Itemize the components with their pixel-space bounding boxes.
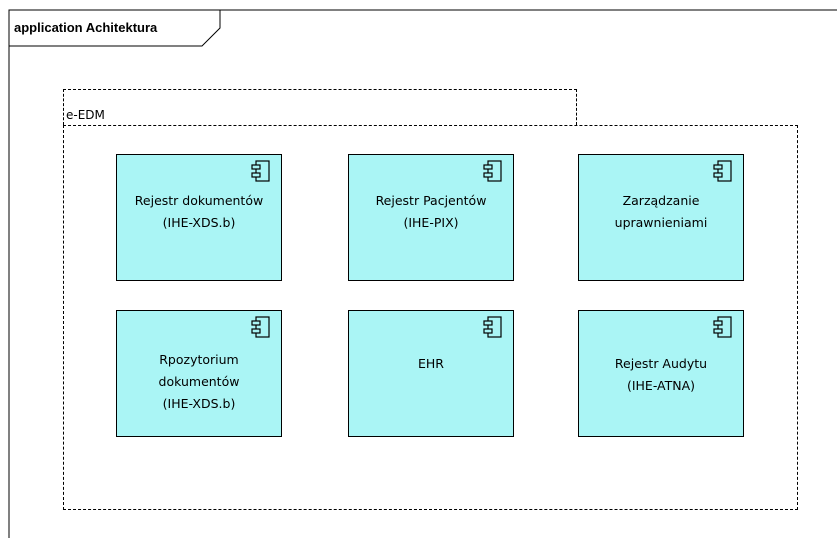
component-label: Rejestr Audytu (IHE-ATNA) [614,356,708,393]
component-label: Rpozytorium dokumentów (IHE-XDS.b) [158,352,240,411]
component-icon [251,160,270,182]
component-zarzadzanie-uprawnieniami[interactable]: Zarządzanie uprawnieniami [578,154,744,281]
frame-title: application Achitektura [14,20,158,35]
component-label: Rejestr Pacjentów (IHE-PIX) [375,193,487,230]
component-icon [483,316,502,338]
component-icon [483,160,502,182]
component-icon [251,316,270,338]
component-icon [713,316,732,338]
component-icon [713,160,732,182]
component-rejestr-dokumentow[interactable]: Rejestr dokumentów (IHE-XDS.b) [116,154,282,281]
component-rejestr-audytu[interactable]: Rejestr Audytu (IHE-ATNA) [578,310,744,437]
package-tab [63,89,577,125]
frame-title-tab [9,10,221,47]
component-label: Zarządzanie uprawnieniami [614,193,708,230]
component-ehr[interactable]: EHR [348,310,514,437]
component-label: EHR [418,356,444,371]
component-repozytorium-dokumentow[interactable]: Rpozytorium dokumentów (IHE-XDS.b) [116,310,282,437]
component-label: Rejestr dokumentów (IHE-XDS.b) [134,193,264,230]
package-body [63,125,798,510]
frame-border [8,9,837,538]
component-rejestr-pacjentow[interactable]: Rejestr Pacjentów (IHE-PIX) [348,154,514,281]
package-name: e-EDM [66,108,105,122]
